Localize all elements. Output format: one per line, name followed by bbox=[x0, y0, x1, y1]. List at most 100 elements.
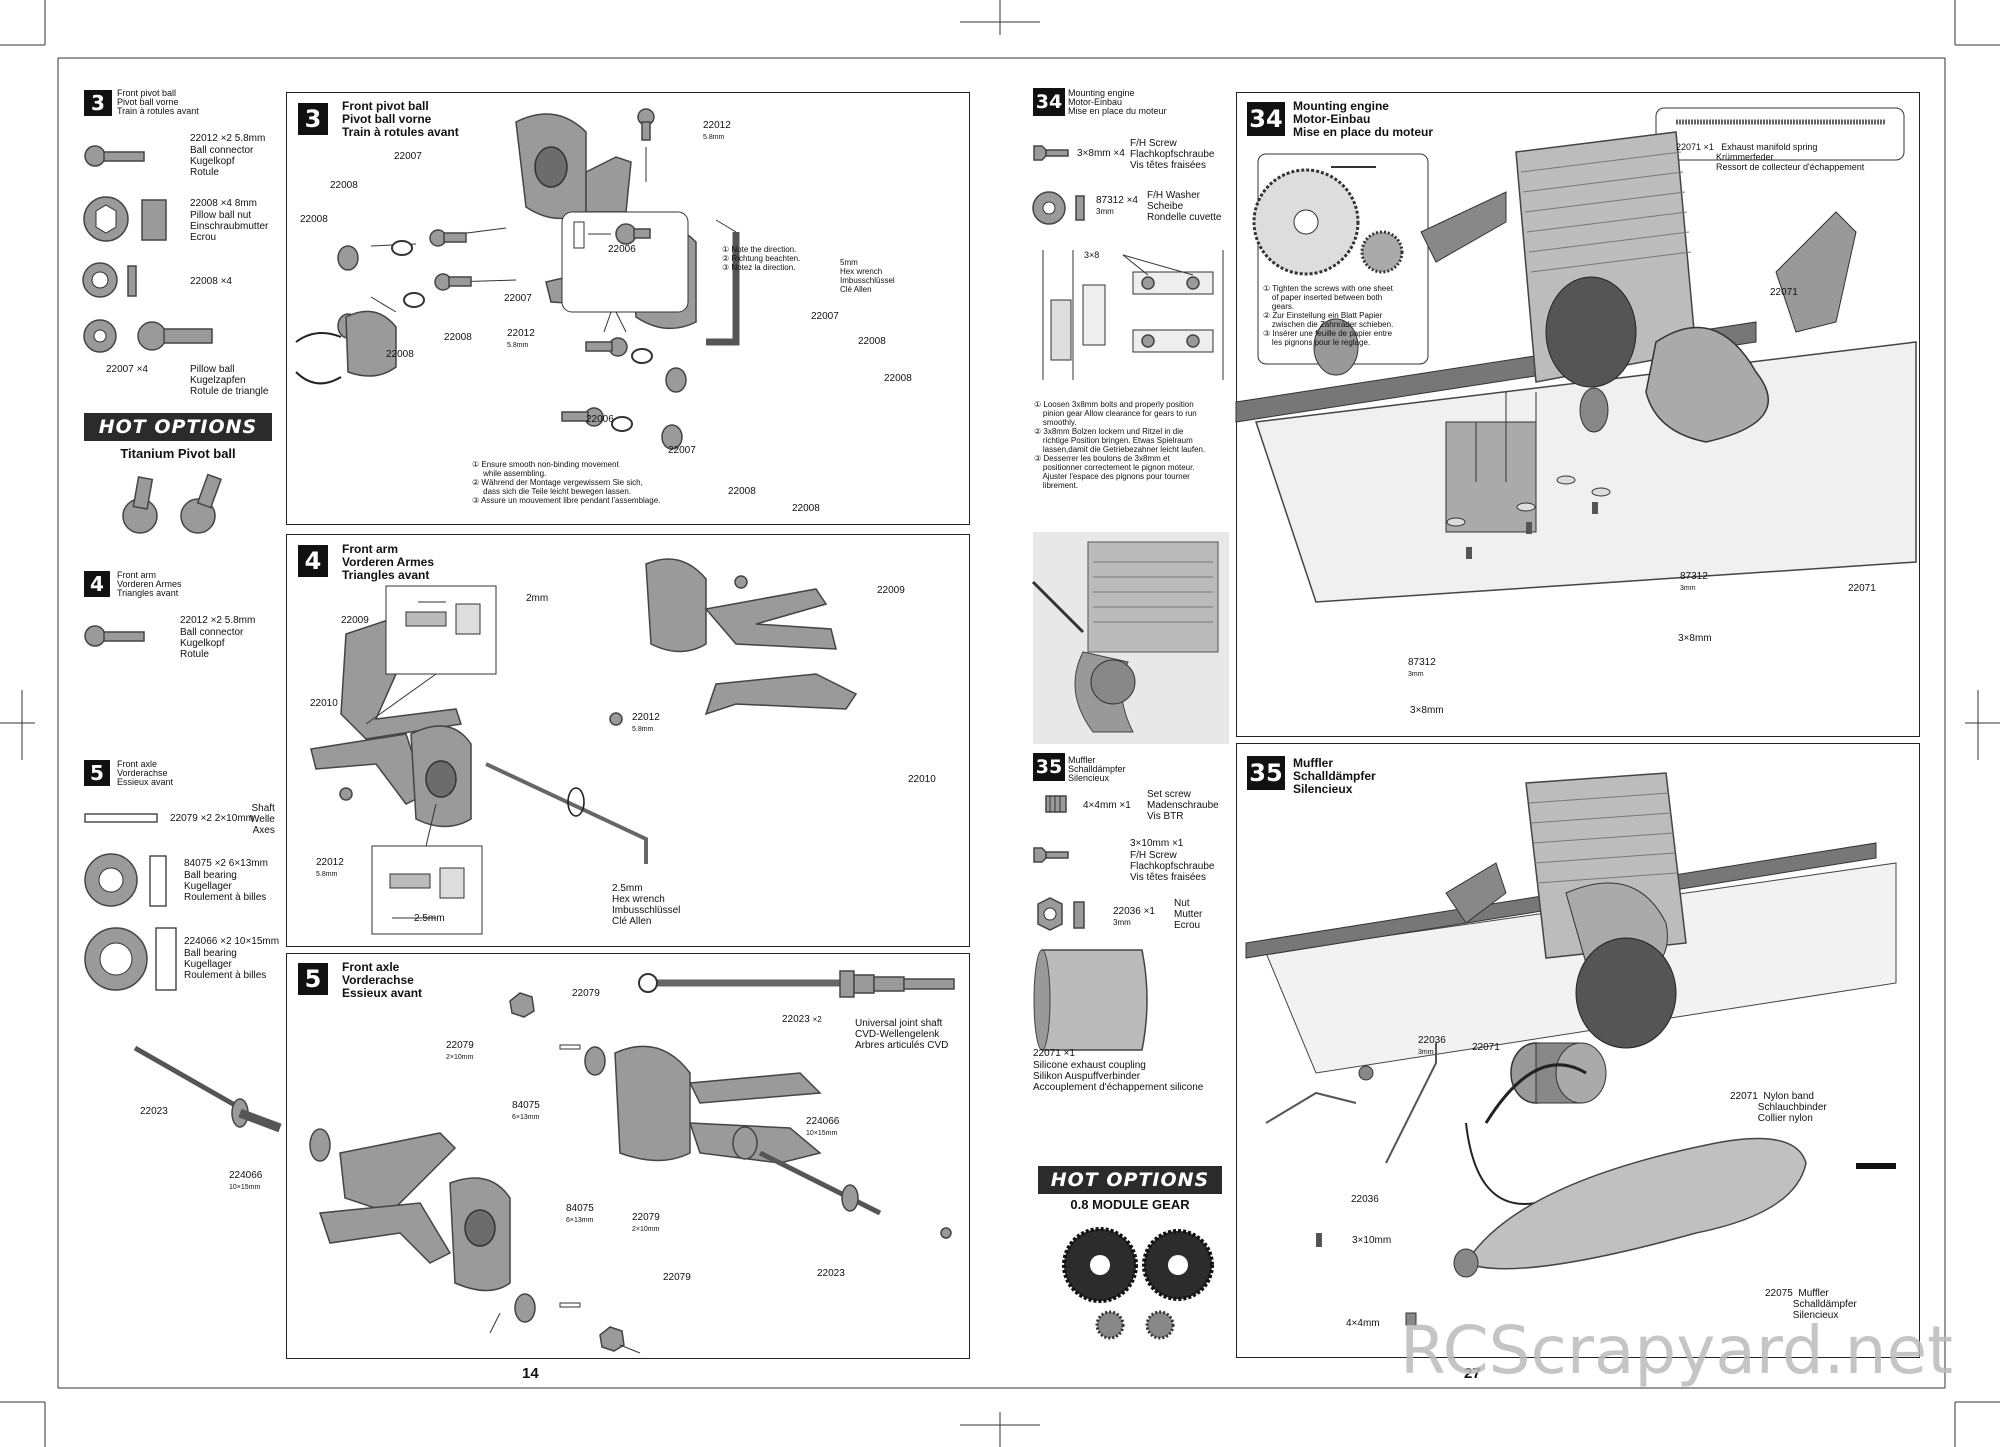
sidebar-34-engine-photo bbox=[1031, 532, 1229, 744]
step35-label-22071-b: 22071 bbox=[1472, 1042, 1500, 1053]
step34-title: Mounting engine Motor-Einbau Mise en pla… bbox=[1293, 99, 1434, 139]
sidebar-step35-number: 35 bbox=[1033, 753, 1065, 781]
step4-label-22009-1: 22009 bbox=[341, 615, 369, 626]
sidebar-35-part-coupling-names: Silicone exhaust coupling Silikon Auspuf… bbox=[1033, 1060, 1204, 1093]
right-page-number: 27 bbox=[1464, 1365, 1481, 1382]
sidebar-step5-number: 5 bbox=[84, 760, 110, 786]
hot-options-badge-right: HOT OPTIONS bbox=[1038, 1166, 1222, 1194]
step5-label-22079-i: 22079 bbox=[663, 1272, 691, 1283]
step4-diagram bbox=[310, 558, 858, 935]
step3-label-22007-4: 22007 bbox=[668, 445, 696, 456]
sidebar-part-22008b: 22008 ×4 bbox=[190, 276, 232, 287]
step3-label-22008-7: 22008 bbox=[728, 486, 756, 497]
hot-options-item-right: 0.8 MODULE GEAR bbox=[1070, 1197, 1190, 1212]
step3-label-22008-6: 22008 bbox=[884, 373, 912, 384]
sidebar-part-22012-names: Ball connector Kugelkopf Rotule bbox=[190, 145, 254, 178]
step3-smooth-note: ① Ensure smooth non-binding movement whi… bbox=[472, 460, 661, 505]
sidebar-step3-title-fr: Train à rotules avant bbox=[117, 106, 199, 116]
sidebar-step4-number: 4 bbox=[84, 571, 110, 597]
step34-gear-note: ① Tighten the screws with one sheet of p… bbox=[1263, 284, 1394, 347]
sidebar-35-part-setscrew-names: Set screw Madenschraube Vis BTR bbox=[1147, 789, 1219, 822]
sidebar-part-84075: 84075 ×2 6×13mm bbox=[184, 858, 268, 869]
left-page-number: 14 bbox=[522, 1365, 539, 1382]
sidebar-part-22007-names: Pillow ball Kugelzapfen Rotule de triang… bbox=[190, 364, 269, 397]
watermark: RCScrapyard.net bbox=[1400, 1312, 1953, 1389]
step5-label-22023-d: 22023 bbox=[140, 1106, 168, 1117]
step3-label-22007-3: 22007 bbox=[811, 311, 839, 322]
step3-label-22008-8: 22008 bbox=[792, 503, 820, 514]
module-gear-icon bbox=[1062, 1227, 1214, 1340]
sidebar-part-22008: 22008 ×4 8mm bbox=[190, 198, 258, 209]
sidebar-part-22008-names: Pillow ball nut Einschraubmutter Ecrou bbox=[190, 210, 269, 243]
set-screw-icon bbox=[1045, 795, 1067, 813]
step3-label-22008-4: 22008 bbox=[386, 349, 414, 360]
nut-icon bbox=[1037, 897, 1085, 931]
sidebar-34-note: ① Loosen 3x8mm bolts and properly positi… bbox=[1034, 400, 1206, 490]
step35-label-4x4-e: 4×4mm bbox=[1346, 1318, 1380, 1329]
sidebar-34-part-washer-names: F/H Washer Scheibe Rondelle cuvette bbox=[1147, 190, 1222, 223]
step3-label-22007-1: 22007 bbox=[394, 151, 422, 162]
sidebar-step5-title-en: Front axle bbox=[117, 759, 158, 769]
step35-label-3x10-d: 3×10mm bbox=[1352, 1235, 1392, 1246]
step34-label-22071-a: 22071 bbox=[1770, 287, 1798, 298]
step3-direction-note: ① Note the direction. ② Richtung beachte… bbox=[722, 245, 801, 272]
sidebar-step4-part: 22012 ×2 5.8mm bbox=[180, 615, 256, 626]
step5-diagram bbox=[133, 970, 955, 1354]
ball-bearing-large-icon bbox=[84, 927, 177, 991]
shaft-icon bbox=[84, 813, 158, 823]
step3-label-22008-1: 22008 bbox=[330, 180, 358, 191]
step5-label-22079-a: 22079 bbox=[572, 988, 600, 999]
sidebar-step3-number: 3 bbox=[84, 90, 112, 116]
step4-label-22010-1: 22010 bbox=[310, 698, 338, 709]
step5-label-22023-j: 22023 bbox=[817, 1268, 845, 1279]
fh-screw-icon bbox=[1033, 847, 1069, 863]
step34-label-22071-b: 22071 bbox=[1848, 583, 1876, 594]
sidebar-step5-title-de: Vorderachse bbox=[117, 768, 168, 778]
step3-label-22008-5: 22008 bbox=[858, 336, 886, 347]
sidebar-34-gear-diagram bbox=[1042, 250, 1224, 380]
step34-spring-note: 22071 ×1 Exhaust manifold spring Krümmer… bbox=[1676, 142, 1865, 172]
step3-label-22008-2: 22008 bbox=[300, 214, 328, 225]
step35-number: 35 bbox=[1247, 756, 1285, 790]
step4-label-22009-2: 22009 bbox=[877, 585, 905, 596]
sidebar-part-224066-names: Ball bearing Kugellager Roulement à bill… bbox=[184, 948, 267, 981]
step4-label-22010-2: 22010 bbox=[908, 774, 936, 785]
step35-label-22036-c: 22036 bbox=[1351, 1194, 1379, 1205]
sidebar-part-22007: 22007 ×4 bbox=[106, 364, 148, 375]
step3-diagram bbox=[295, 108, 740, 450]
fh-screw-icon bbox=[1033, 145, 1069, 161]
step34-number: 34 bbox=[1247, 102, 1285, 136]
step4-hex-note: 2.5mm Hex wrench Imbusschlüssel Clé Alle… bbox=[612, 883, 681, 927]
sidebar-step4-title-fr: Triangles avant bbox=[117, 588, 179, 598]
step34-label-3x8-f: 3×8mm bbox=[1410, 705, 1444, 716]
sidebar-35-part-fhscrew: 3×10mm ×1 bbox=[1130, 838, 1184, 849]
step3-label-22008-3: 22008 bbox=[444, 332, 472, 343]
sidebar-step35-title-de: Schalldämpfer bbox=[1068, 764, 1126, 774]
ball-connector-icon bbox=[84, 145, 145, 167]
sidebar-step34-number: 34 bbox=[1033, 88, 1065, 116]
sidebar-part-22079-names: Shaft Welle Axes bbox=[250, 803, 275, 836]
sidebar-step4-title-en: Front arm bbox=[117, 570, 157, 580]
step5-label-22023-k: 22023 ×2 bbox=[782, 1014, 822, 1025]
step3-title: Front pivot ball Pivot ball vorne Train … bbox=[342, 99, 459, 139]
step5-number: 5 bbox=[298, 963, 328, 995]
sidebar-step35-title-en: Muffler bbox=[1068, 755, 1096, 765]
step4-number: 4 bbox=[298, 545, 328, 577]
sidebar-part-224066: 224066 ×2 10×15mm bbox=[184, 936, 280, 947]
sidebar-part-84075-names: Ball bearing Kugellager Roulement à bill… bbox=[184, 870, 267, 903]
pillow-ball-nut-icon bbox=[83, 196, 167, 242]
step3-label-22007-2: 22007 bbox=[504, 293, 532, 304]
sidebar-34-dim-label: 3×8 bbox=[1084, 250, 1100, 260]
sidebar-step34-title-de: Motor-Einbau bbox=[1068, 97, 1123, 107]
